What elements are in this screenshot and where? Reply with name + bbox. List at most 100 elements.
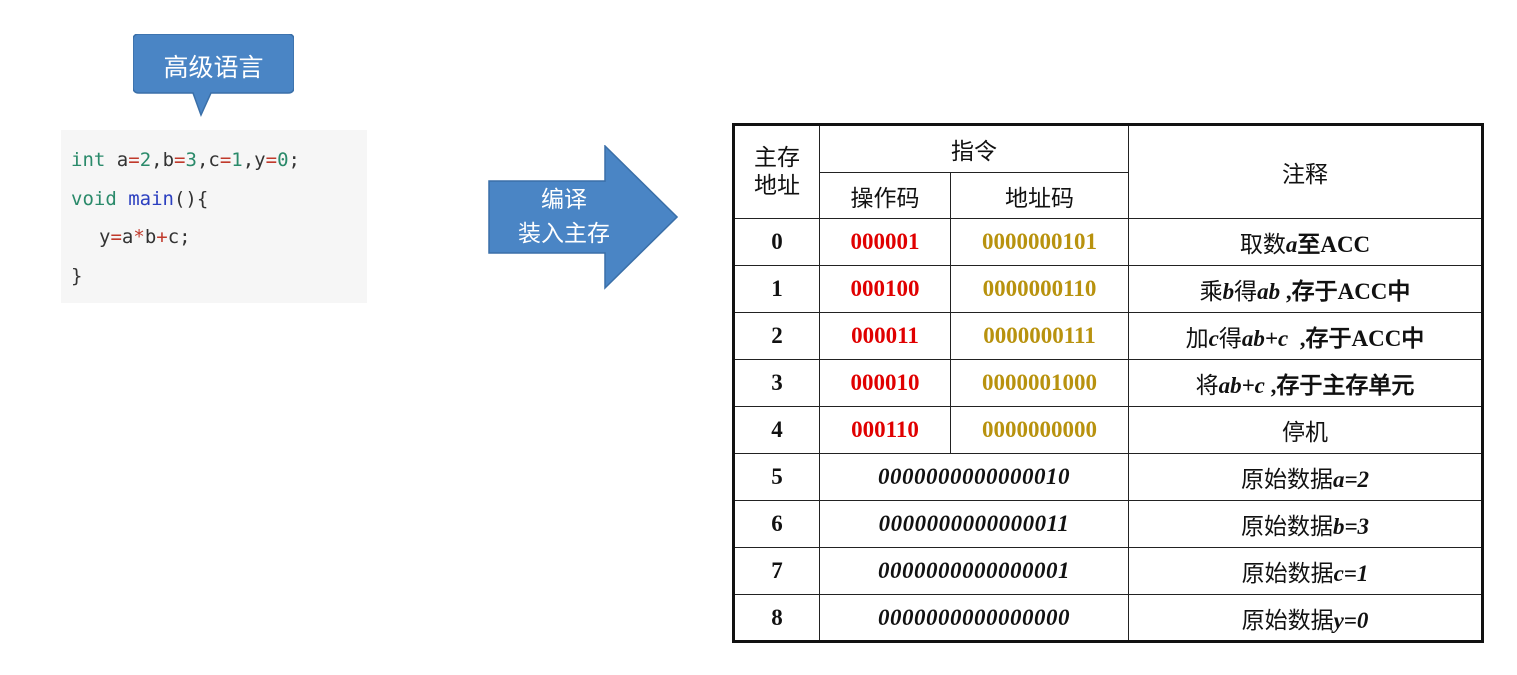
cell-note: 加c得ab+c ,存于ACC中	[1128, 312, 1483, 360]
keyword-int: int	[71, 149, 106, 171]
code-token: a	[121, 226, 134, 248]
note-text: ,存于ACC中	[1280, 279, 1411, 304]
code-token: +	[156, 226, 168, 248]
code-line-assignment: y=a*b+c;	[71, 222, 367, 261]
note-variable: c	[1208, 326, 1219, 351]
cell-addrcode: 0000000101	[950, 218, 1129, 266]
code-token: a	[116, 149, 129, 171]
note-text: 将	[1195, 373, 1219, 399]
cell-opcode: 000110	[819, 406, 951, 454]
callout-bubble-shape	[133, 34, 294, 117]
header-address: 主存 地址	[733, 124, 820, 219]
cell-data: 0000000000000011	[819, 500, 1129, 548]
cell-address: 3	[733, 359, 820, 407]
cell-addrcode: 0000000110	[950, 265, 1129, 313]
arrow-right-icon	[488, 145, 678, 290]
arrow-label-line1: 编译	[541, 187, 587, 213]
header-instruction: 指令	[819, 124, 1129, 173]
header-address-line2: 地址	[754, 173, 800, 199]
cell-address: 2	[733, 312, 820, 360]
code-token: y	[99, 226, 111, 248]
cell-address: 6	[733, 500, 820, 548]
table-row: 7 0000000000000001 原始数据c=1	[733, 547, 1483, 595]
cell-addrcode: 0000001000	[950, 359, 1129, 407]
note-variable: b	[1222, 279, 1235, 304]
callout-label: 高级语言	[163, 53, 264, 82]
note-text: 原始数据	[1241, 607, 1334, 634]
code-token: c;	[167, 226, 191, 248]
note-variable: c=1	[1333, 561, 1369, 586]
table-row: 1 000100 0000000110 乘b得ab ,存于ACC中	[733, 265, 1483, 313]
cell-address: 1	[733, 265, 820, 313]
code-token: 0	[277, 149, 289, 171]
code-token: *	[133, 226, 145, 248]
note-text: ,存于ACC中	[1288, 326, 1425, 351]
cell-note: 原始数据y=0	[1128, 594, 1483, 642]
cell-address: 4	[733, 406, 820, 454]
code-line-close: }	[71, 261, 367, 300]
code-token: 2	[139, 149, 152, 171]
header-addrcode: 地址码	[950, 172, 1129, 219]
high-level-language-callout: 高级语言	[133, 34, 294, 117]
code-line-declaration: int a=2,b=3,c=1,y=0;	[71, 145, 367, 184]
note-text: 加	[1185, 326, 1209, 352]
cell-note: 将ab+c ,存于主存单元	[1128, 359, 1483, 407]
note-variable: a	[1285, 232, 1298, 257]
code-token: ,y	[242, 149, 266, 171]
cell-address: 8	[733, 594, 820, 642]
code-token: 1	[231, 149, 243, 171]
cell-addrcode: 0000000111	[950, 312, 1129, 360]
cell-note: 取数a至ACC	[1128, 218, 1483, 266]
arrow-label-line2: 装入主存	[518, 221, 610, 247]
code-token: =	[219, 149, 232, 171]
code-token: 3	[185, 149, 197, 171]
note-text: 原始数据	[1241, 561, 1334, 587]
note-variable: ab+c	[1241, 326, 1289, 351]
note-variable: a=2	[1332, 467, 1370, 492]
keyword-void: void	[71, 187, 117, 210]
cell-note: 乘b得ab ,存于ACC中	[1128, 265, 1483, 313]
cell-note: 原始数据c=1	[1128, 547, 1483, 595]
note-text: ,存于主存单元	[1264, 373, 1415, 398]
note-text: 原始数据	[1240, 467, 1333, 493]
cell-opcode: 000100	[819, 265, 951, 313]
code-token: }	[71, 264, 83, 287]
table-subheader-row: 操作码 地址码	[734, 172, 1483, 219]
code-token: =	[174, 149, 186, 171]
code-line-main: void main(){	[71, 184, 367, 223]
cell-opcode: 000011	[819, 312, 951, 360]
cell-note: 原始数据b=3	[1128, 500, 1483, 548]
table-row: 4 000110 0000000000 停机	[733, 406, 1483, 454]
compile-load-arrow: 编译 装入主存	[488, 145, 678, 290]
source-code-block: int a=2,b=3,c=1,y=0; void main(){ y=a*b+…	[61, 130, 367, 303]
function-name: main	[128, 187, 174, 210]
cell-address: 0	[733, 218, 820, 266]
note-text: 得	[1218, 326, 1242, 352]
code-token: (){	[173, 187, 209, 210]
code-token: ,b	[151, 149, 175, 171]
table-row: 0 000001 0000000101 取数a至ACC	[733, 218, 1483, 266]
cell-note: 停机	[1128, 406, 1483, 454]
arrow-label: 编译 装入主存	[494, 183, 634, 251]
table-row: 6 0000000000000011 原始数据b=3	[733, 500, 1483, 548]
note-variable: y=0	[1333, 607, 1369, 633]
cell-data: 0000000000000010	[819, 453, 1129, 501]
cell-opcode: 000001	[819, 218, 951, 266]
note-text: 取数	[1239, 232, 1286, 258]
table-header-row: 主存 地址 指令 注释	[733, 124, 1483, 219]
cell-data: 0000000000000001	[819, 547, 1129, 595]
table-row: 5 0000000000000010 原始数据a=2	[733, 453, 1483, 501]
cell-addrcode: 0000000000	[950, 406, 1129, 454]
main-memory-table: 主存 地址 指令 注释 操作码 地址码 0 000001 0000000101 …	[732, 123, 1484, 643]
header-note: 注释	[1128, 124, 1483, 219]
table-row: 8 0000000000000000 原始数据y=0	[733, 594, 1483, 642]
table-row: 3 000010 0000001000 将ab+c ,存于主存单元	[733, 359, 1483, 407]
table-row: 2 000011 0000000111 加c得ab+c ,存于ACC中	[733, 312, 1483, 360]
note-text: 得	[1234, 279, 1258, 305]
code-token: =	[265, 149, 278, 171]
cell-data: 0000000000000000	[819, 594, 1129, 642]
note-text: 至ACC	[1297, 232, 1371, 257]
code-token: ;	[288, 149, 300, 171]
code-token: b	[144, 226, 157, 248]
cell-opcode: 000010	[819, 359, 951, 407]
